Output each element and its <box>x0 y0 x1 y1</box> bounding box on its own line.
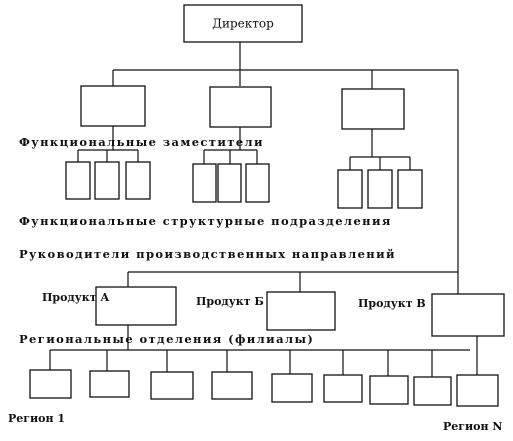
region-box <box>413 376 452 406</box>
functional-unit-box <box>217 163 242 203</box>
product-box <box>431 293 505 337</box>
functional-unit-box <box>65 161 91 200</box>
product-v-label: Продукт В <box>358 297 426 310</box>
region-box <box>271 373 313 403</box>
product-b-label: Продукт Б <box>196 295 264 308</box>
functional-unit-box <box>397 169 423 209</box>
level-label-production-heads: Руководители производственных направлени… <box>19 247 396 261</box>
region-box <box>89 370 130 398</box>
level-label-functional-deputies: Функциональные заместители <box>19 135 264 149</box>
product-box <box>95 286 177 326</box>
product-a-label: Продукт А <box>42 291 109 304</box>
deputy-box <box>209 86 272 128</box>
director-box <box>183 4 303 43</box>
director-label: Директор <box>212 17 274 31</box>
deputy-box <box>80 85 146 127</box>
functional-unit-box <box>367 169 393 209</box>
region-n-label: Регион N <box>443 420 502 433</box>
level-label-regional-branches: Региональные отделения (филиалы) <box>19 332 314 346</box>
region-box <box>456 374 499 407</box>
region-box <box>29 369 72 399</box>
region-box <box>323 374 363 403</box>
functional-unit-box <box>245 163 270 203</box>
connector-lines <box>49 42 478 377</box>
region-box <box>150 371 194 400</box>
level-label-functional-units: Функциональные структурные подразделения <box>19 214 392 228</box>
functional-unit-box <box>125 161 151 200</box>
functional-unit-box <box>192 163 217 203</box>
region-box <box>369 375 409 405</box>
functional-unit-box <box>337 169 363 209</box>
deputy-box <box>341 88 405 130</box>
functional-unit-box <box>94 161 120 200</box>
product-box <box>266 291 336 331</box>
region-box <box>211 371 253 400</box>
region-1-label: Регион 1 <box>8 412 65 425</box>
